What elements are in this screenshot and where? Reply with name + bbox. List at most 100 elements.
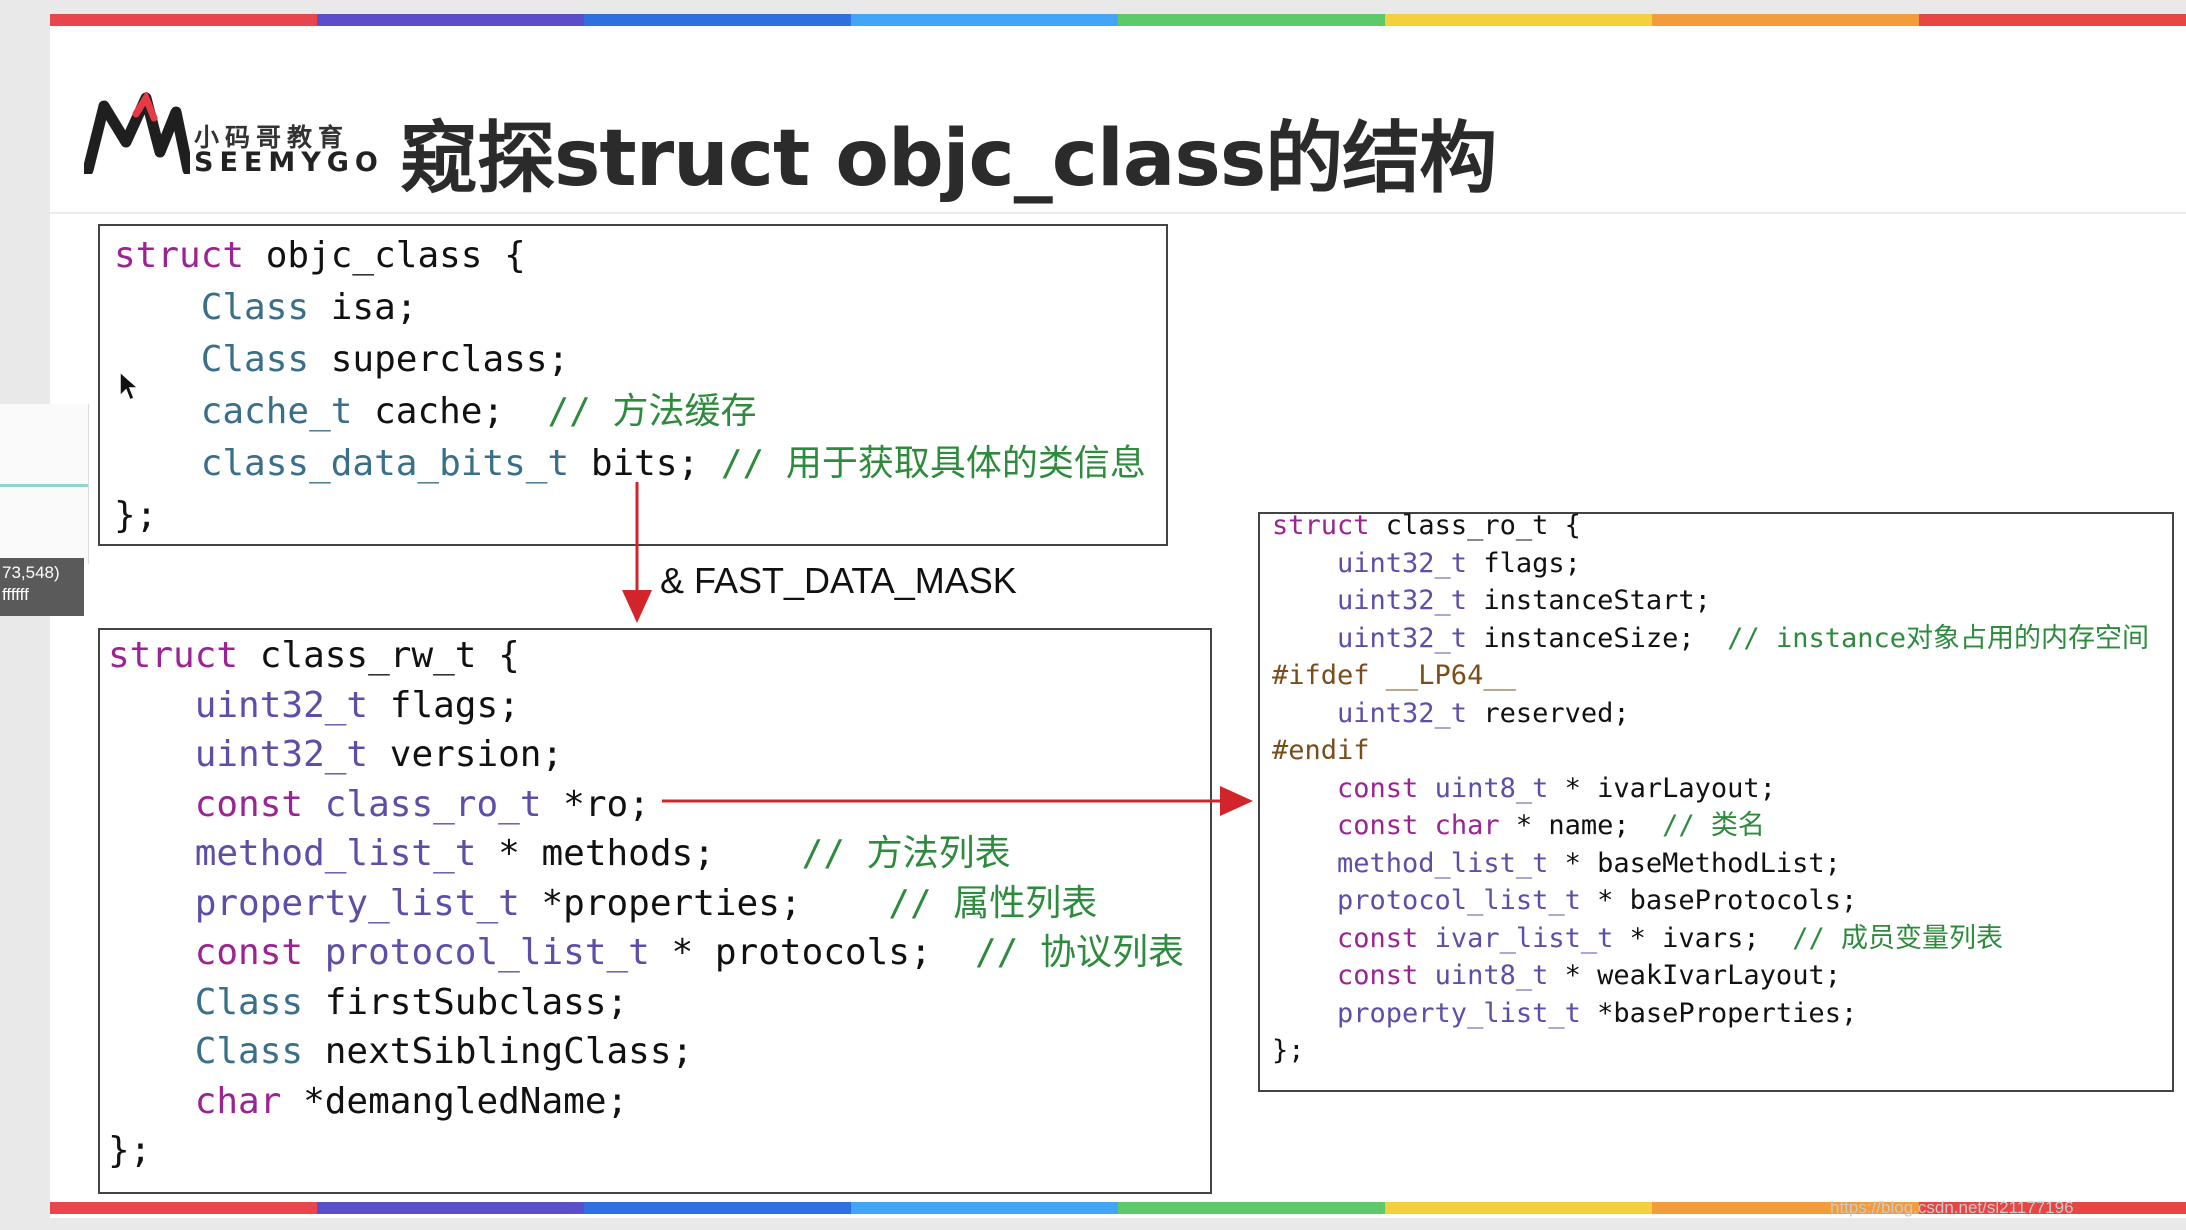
side-panel-accent [0, 484, 88, 487]
stripe-segment [1919, 14, 2186, 26]
code-token: superclass; [309, 339, 570, 380]
code-line: Class isa; [114, 282, 418, 334]
code-token: Class [108, 981, 304, 1023]
code-token: const [1272, 772, 1419, 804]
code-line: #ifdef __LP64__ [1272, 657, 1516, 695]
code-line: }; [114, 490, 157, 542]
code-token: uint32_t [108, 734, 369, 776]
code-line: struct class_ro_t { [1272, 507, 1581, 545]
bottom-color-stripe [50, 1202, 2186, 1214]
code-token: instanceStart; [1467, 585, 1711, 617]
code-token: #endif [1272, 735, 1370, 767]
code-line: const ivar_list_t * ivars; // 成员变量列表 [1272, 920, 2003, 958]
code-token: Class [108, 1031, 304, 1073]
code-line: property_list_t *baseProperties; [1272, 995, 1857, 1033]
code-token: *properties; [519, 882, 889, 924]
code-token: struct [108, 635, 239, 677]
coordinate-tooltip-line1: 73,548) [2, 563, 60, 582]
code-token: uint32_t [1272, 585, 1468, 617]
code-token: uint32_t [108, 684, 369, 726]
code-comment: // 属性列表 [888, 882, 1098, 924]
code-token: instanceSize; [1467, 622, 1728, 654]
code-token: property_list_t [1272, 997, 1581, 1029]
code-token: class_ro_t [303, 783, 542, 825]
watermark: https://blog.csdn.net/sl21177196 [1830, 1198, 2074, 1217]
code-line: cache_t cache; // 方法缓存 [114, 386, 757, 438]
stripe-segment [1118, 1202, 1385, 1214]
code-token: const [108, 783, 304, 825]
code-token: * protocols; [649, 932, 975, 974]
code-token: * ivars; [1613, 922, 1793, 954]
logo-mark-icon [84, 92, 190, 174]
code-token: * baseMethodList; [1548, 847, 1841, 879]
code-comment: // 用于获取具体的类信息 [720, 443, 1146, 484]
code-block-objc-class: struct objc_class { Class isa; Class sup… [98, 224, 1168, 546]
coordinate-tooltip-line2: ffffff [2, 585, 29, 604]
code-line: const class_ro_t *ro; [108, 780, 650, 830]
code-token: class_data_bits_t [114, 443, 570, 484]
code-comment: // 成员变量列表 [1792, 922, 2003, 954]
title-divider [50, 212, 2186, 214]
code-token: protocol_list_t [1272, 885, 1581, 917]
code-token: *demangledName; [281, 1080, 629, 1122]
code-line: #endif [1272, 732, 1370, 770]
code-token: * baseProtocols; [1580, 885, 1858, 917]
code-comment: // 类名 [1662, 810, 1765, 842]
code-token: uint8_t [1418, 960, 1549, 992]
logo: 小码哥教育 SEEMYGO [84, 92, 378, 182]
code-token: property_list_t [108, 882, 520, 924]
code-line: property_list_t *properties; // 属性列表 [108, 879, 1098, 929]
coordinate-tooltip: 73,548) ffffff [0, 558, 84, 616]
code-token: bits; [569, 443, 721, 484]
code-line: Class superclass; [114, 334, 569, 386]
code-token: * methods; [476, 833, 802, 875]
code-token: Class [114, 287, 310, 328]
code-token: const [1272, 810, 1419, 842]
code-token: nextSiblingClass; [303, 1031, 694, 1073]
code-token: }; [1272, 1035, 1305, 1067]
code-line: }; [108, 1126, 151, 1176]
code-line: uint32_t flags; [1272, 545, 1581, 583]
code-token: firstSubclass; [303, 981, 629, 1023]
code-token: * ivarLayout; [1548, 772, 1776, 804]
side-panel-fragment [0, 404, 89, 564]
code-token: ivar_list_t [1418, 922, 1614, 954]
code-line: struct objc_class { [114, 230, 526, 282]
stripe-segment [1385, 14, 1652, 26]
code-block-class-ro-t: struct class_ro_t { uint32_t flags; uint… [1258, 510, 2174, 1092]
code-token: isa; [309, 287, 418, 328]
code-token: *baseProperties; [1580, 997, 1858, 1029]
stripe-segment [851, 14, 1118, 26]
code-comment: // instance对象占用的内存空间 [1727, 622, 2149, 654]
code-token: flags; [368, 684, 520, 726]
code-token: class_ro_t { [1369, 510, 1581, 542]
code-token: char [108, 1080, 282, 1122]
stripe-segment [1652, 14, 1919, 26]
code-token: reserved; [1467, 697, 1630, 729]
code-token: struct [114, 235, 245, 276]
code-line: const uint8_t * ivarLayout; [1272, 770, 1776, 808]
code-token: class_rw_t { [238, 635, 520, 677]
page-title: 窥探struct objc_class的结构 [400, 114, 1497, 204]
code-token: const [1272, 960, 1419, 992]
code-token: #ifdef __LP64__ [1272, 660, 1516, 692]
top-color-stripe [50, 14, 2186, 26]
stripe-segment [50, 14, 317, 26]
fast-data-mask-label: & FAST_DATA_MASK [660, 560, 1017, 601]
stripe-segment [1385, 1202, 1652, 1214]
code-token: cache; [352, 391, 548, 432]
code-line: class_data_bits_t bits; // 用于获取具体的类信息 [114, 438, 1146, 490]
code-token: version; [368, 734, 564, 776]
code-token: const [1272, 922, 1419, 954]
stripe-segment [1118, 14, 1385, 26]
code-comment: // 方法缓存 [547, 391, 757, 432]
stripe-segment [317, 14, 584, 26]
code-token: cache_t [114, 391, 353, 432]
code-line: }; [1272, 1032, 1305, 1070]
code-token: const [108, 932, 304, 974]
code-comment: // 方法列表 [801, 833, 1011, 875]
code-token: }; [108, 1130, 152, 1172]
code-line: char *demangledName; [108, 1077, 628, 1127]
code-line: uint32_t instanceStart; [1272, 582, 1711, 620]
code-token: * weakIvarLayout; [1548, 960, 1841, 992]
